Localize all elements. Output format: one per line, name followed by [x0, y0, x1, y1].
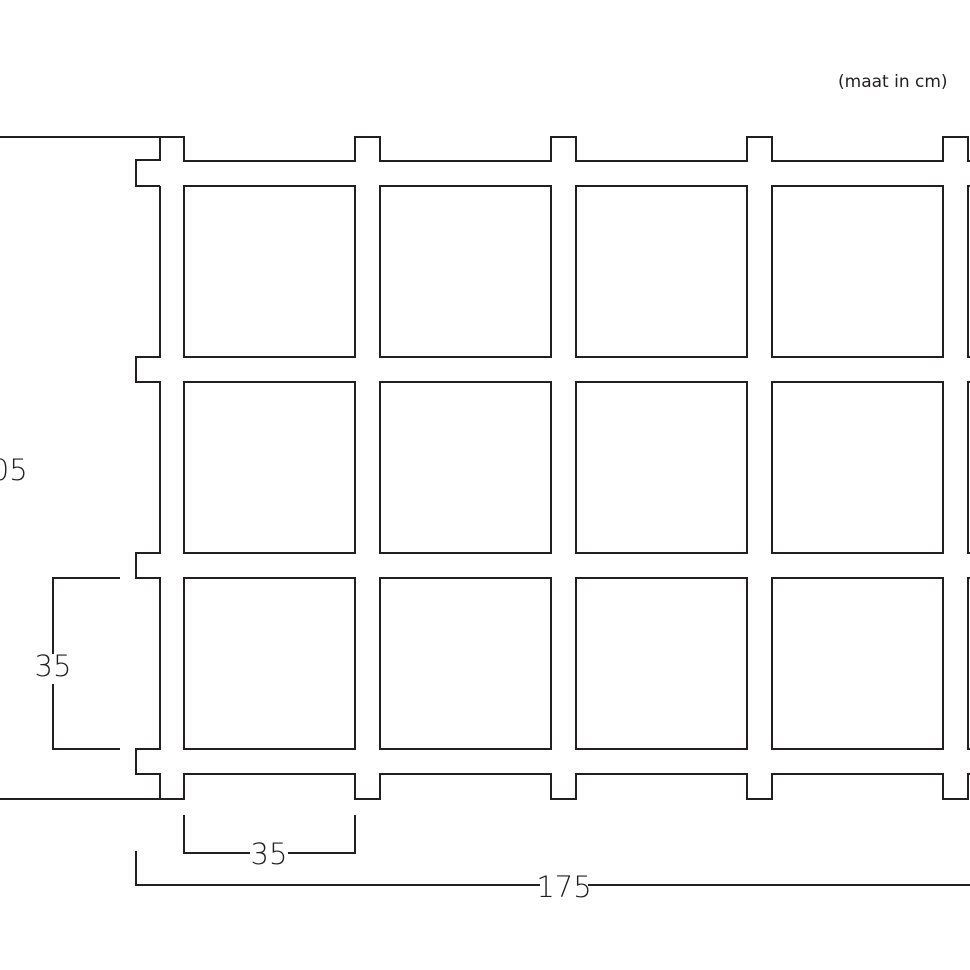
grid-cell [967, 577, 970, 750]
grid-cell [771, 185, 944, 358]
panel-bottom-edge [160, 773, 970, 800]
cell-height-bracket-top [52, 577, 120, 654]
panel-top-edge [160, 136, 970, 162]
grid-cell [379, 185, 552, 358]
total-height-label: 105 [0, 453, 28, 487]
grid-cell [575, 185, 748, 358]
grid-cell [183, 185, 356, 358]
grid-cell [183, 577, 356, 750]
grid-cell [379, 577, 552, 750]
panel-top-left-corner [0, 136, 161, 187]
grid-cell [967, 185, 970, 358]
cell-width-bracket-right [288, 815, 356, 854]
total-width-label: 175 [536, 870, 591, 904]
dimension-lines [52, 577, 970, 886]
cell-width-bracket-left [183, 815, 250, 854]
panel-left-edge [0, 186, 161, 800]
grid-cell [771, 577, 944, 750]
grid-cell [575, 577, 748, 750]
panel-outline [0, 136, 970, 800]
cell-height-label: 35 [35, 649, 72, 683]
total-width-bracket-left [135, 851, 540, 886]
cell-width-label: 35 [251, 837, 288, 871]
grid-cell [575, 381, 748, 554]
grid-cell [379, 381, 552, 554]
grid-cell [771, 381, 944, 554]
grid-cells [183, 185, 970, 750]
cell-height-bracket-bottom [52, 684, 120, 750]
grid-cell [967, 381, 970, 554]
grid-cell [183, 381, 356, 554]
unit-note: (maat in cm) [838, 72, 948, 92]
